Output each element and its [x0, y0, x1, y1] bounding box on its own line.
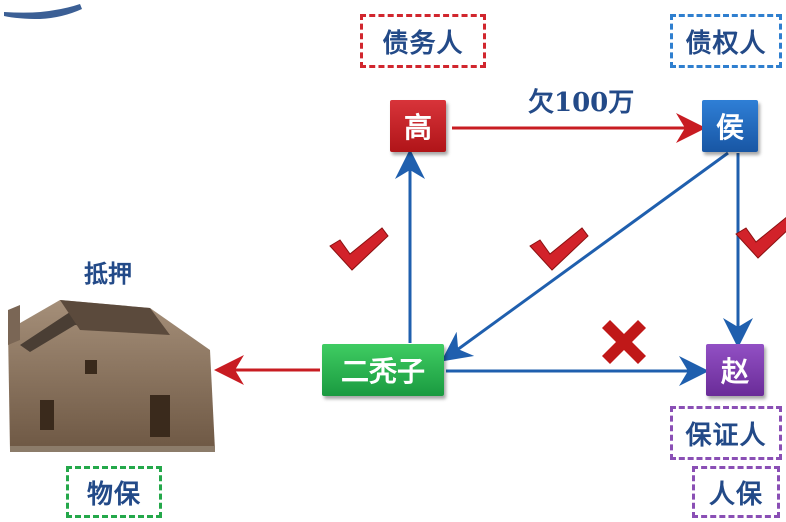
node-hou: 侯 — [702, 100, 758, 152]
checkmark-icon — [329, 227, 389, 271]
checkmark-icon — [735, 216, 786, 259]
node-ertuzi: 二秃子 — [322, 344, 444, 396]
checkmark-icon — [529, 227, 589, 271]
debtor-tag: 债务人 — [360, 14, 486, 68]
property-guarantee-tag: 物保 — [66, 466, 162, 518]
house-illustration — [8, 300, 215, 452]
mortgage-label: 抵押 — [84, 259, 132, 288]
cross-icon — [602, 320, 646, 364]
guarantor-tag: 保证人 — [670, 406, 782, 460]
creditor-tag: 债权人 — [670, 14, 782, 68]
personal-guarantee-tag: 人保 — [692, 466, 780, 518]
debt-label: 欠100万 — [528, 88, 635, 118]
arrow-hou-to-ertuzi — [441, 151, 729, 362]
corner-decoration — [4, 4, 82, 19]
node-gao: 高 — [390, 100, 446, 152]
node-zhao: 赵 — [706, 344, 764, 396]
